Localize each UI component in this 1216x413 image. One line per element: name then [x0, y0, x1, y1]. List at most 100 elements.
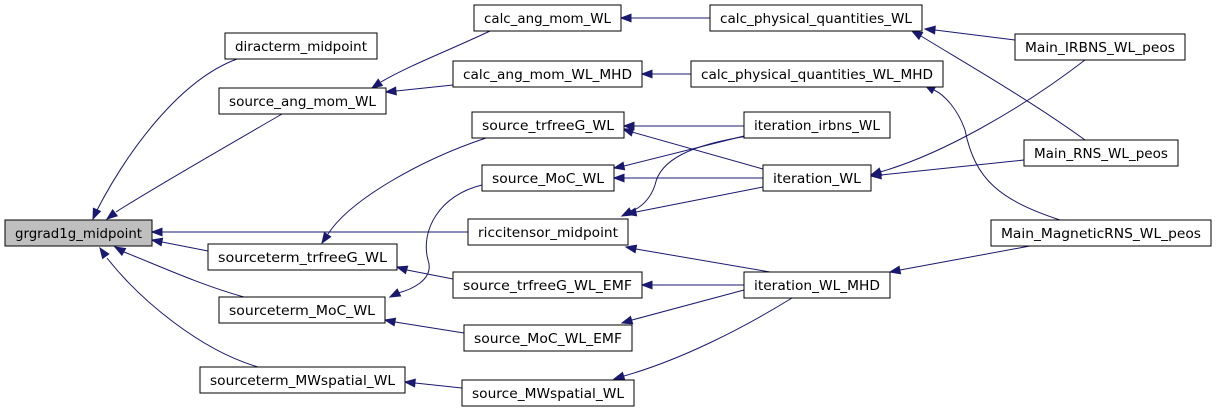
edge-line	[123, 251, 245, 298]
edge-line	[934, 29, 1016, 41]
node-label: iteration_WL	[773, 171, 861, 187]
arrowhead-icon	[620, 315, 634, 325]
edge-source_MWspatial_WL-to-sourceterm_MWspatial_WL	[403, 378, 463, 389]
node-box	[452, 60, 643, 88]
node-label: iteration_irbns_WL	[754, 118, 880, 134]
node-source-trfreeg-wl-emf[interactable]: source_trfreeG_WL_EMF	[452, 271, 643, 299]
edge-line	[394, 321, 465, 334]
node-box	[463, 324, 633, 352]
node-label: source_MWspatial_WL	[472, 386, 624, 402]
node-label: source_trfreeG_WL	[482, 118, 614, 134]
node-calc-ang-mom-wl-mhd[interactable]: calc_ang_mom_WL_MHD	[452, 60, 643, 88]
arrowhead-icon	[622, 121, 635, 131]
node-label: Main_MagneticRNS_WL_peos	[1001, 226, 1201, 242]
node-label: source_MoC_WL	[492, 171, 604, 187]
node-diracterm-midpoint[interactable]: diracterm_midpoint	[224, 32, 378, 60]
arrowhead-icon	[612, 161, 626, 171]
node-label: sourceterm_MWspatial_WL	[210, 373, 395, 389]
node-label: grgrad1g_midpoint	[15, 226, 142, 242]
edge-iteration_WL_MHD-to-source_MWspatial_WL	[612, 297, 793, 381]
node-label: diracterm_midpoint	[235, 39, 367, 55]
arrowhead-icon	[869, 170, 882, 180]
node-label: calc_physical_quantities_WL	[720, 11, 912, 27]
node-calc-physical-quantities-wl[interactable]: calc_physical_quantities_WL	[709, 4, 923, 32]
node-label: iteration_WL_MHD	[754, 278, 880, 294]
node-grgrad1g-midpoint[interactable]: grgrad1g_midpoint	[4, 219, 153, 247]
edge-Main_IRBNS_WL_peos-to-calc_physical_quantities_WL	[923, 25, 1016, 41]
node-source-mwspatial-wl[interactable]: source_MWspatial_WL	[461, 379, 635, 407]
node-main-magneticrns-wl-peos[interactable]: Main_MagneticRNS_WL_peos	[990, 219, 1212, 247]
arrowhead-icon	[99, 246, 110, 260]
node-box	[471, 111, 625, 139]
node-box	[473, 4, 622, 32]
node-sourceterm-moc-wl[interactable]: sourceterm_MoC_WL	[218, 296, 386, 324]
arrowhead-icon	[624, 244, 638, 254]
node-main-irbns-wl-peos[interactable]: Main_IRBNS_WL_peos	[1014, 33, 1186, 61]
node-box	[218, 296, 386, 324]
node-box	[461, 379, 635, 407]
node-source-moc-wl-emf[interactable]: source_MoC_WL_EMF	[463, 324, 633, 352]
edge-line	[327, 137, 487, 235]
arrowhead-icon	[619, 13, 632, 23]
node-label: source_MoC_WL_EMF	[474, 331, 622, 347]
node-box	[218, 87, 387, 115]
node-source-trfreeg-wl[interactable]: source_trfreeG_WL	[471, 111, 625, 139]
arrowhead-icon	[383, 317, 397, 327]
arrowhead-icon	[150, 227, 163, 237]
edge-calc_ang_mom_WL_MHD-to-source_ang_mom_WL	[384, 84, 454, 96]
node-sourceterm-trfreeg-wl[interactable]: sourceterm_trfreeG_WL	[207, 243, 398, 271]
edge-line	[115, 113, 283, 213]
node-label: source_ang_mom_WL	[229, 94, 376, 110]
node-box	[224, 32, 378, 60]
edge-line	[414, 382, 463, 389]
edge-line	[395, 84, 454, 92]
node-source-ang-mom-wl[interactable]: source_ang_mom_WL	[218, 87, 387, 115]
edge-iteration_irbns_WL-to-source_trfreeG_WL	[622, 121, 744, 131]
arrowhead-icon	[403, 378, 416, 388]
node-box	[690, 60, 944, 88]
node-box	[481, 164, 615, 192]
edge-riccitensor_midpoint-to-grgrad1g_midpoint	[150, 227, 468, 237]
node-source-moc-wl[interactable]: source_MoC_WL	[481, 164, 615, 192]
edge-line	[623, 135, 745, 167]
edge-line	[920, 35, 1086, 141]
edge-source_trfreeG_WL-to-sourceterm_trfreeG_WL	[321, 137, 487, 245]
node-label: Main_RNS_WL_peos	[1034, 146, 1168, 162]
edge-iteration_WL_MHD-to-source_MoC_WL_EMF	[620, 289, 745, 325]
node-iteration-wl-mhd[interactable]: iteration_WL_MHD	[743, 271, 891, 299]
arrowhead-icon	[150, 237, 164, 247]
arrowhead-icon	[621, 128, 635, 137]
edge-layer	[92, 13, 1086, 389]
edge-line	[629, 135, 749, 213]
edge-diracterm_midpoint-to-grgrad1g_midpoint	[92, 58, 238, 221]
node-box	[207, 243, 398, 271]
edge-calc_physical_quantities_WL_MHD-to-calc_ang_mom_WL_MHD	[640, 69, 691, 79]
node-label: calc_physical_quantities_WL_MHD	[701, 67, 933, 83]
node-iteration-irbns-wl[interactable]: iteration_irbns_WL	[743, 111, 891, 139]
node-main-rns-wl-peos[interactable]: Main_RNS_WL_peos	[1023, 139, 1179, 167]
node-sourceterm-mwspatial-wl[interactable]: sourceterm_MWspatial_WL	[199, 366, 406, 394]
node-box	[1023, 139, 1179, 167]
node-calc-physical-quantities-wl-mhd[interactable]: calc_physical_quantities_WL_MHD	[690, 60, 944, 88]
edge-line	[631, 131, 764, 170]
node-label: calc_ang_mom_WL_MHD	[463, 67, 632, 83]
arrowhead-icon	[395, 265, 409, 275]
edge-Main_RNS_WL_peos-to-iteration_WL	[869, 159, 1025, 180]
arrowhead-icon	[92, 207, 102, 221]
edge-iteration_irbns_WL-to-riccitensor_midpoint	[620, 135, 749, 217]
node-calc-ang-mom-wl[interactable]: calc_ang_mom_WL	[473, 4, 622, 32]
arrowhead-icon	[113, 246, 127, 257]
edge-line	[95, 58, 238, 213]
node-iteration-wl[interactable]: iteration_WL	[762, 164, 872, 192]
arrowhead-icon	[105, 209, 119, 220]
node-box	[1014, 33, 1186, 61]
edge-line	[880, 159, 1025, 176]
node-label: sourceterm_MoC_WL	[229, 303, 375, 319]
node-label: riccitensor_midpoint	[478, 225, 618, 241]
arrowhead-icon	[640, 69, 653, 79]
node-box	[743, 271, 891, 299]
edge-source_trfreeG_WL_EMF-to-sourceterm_trfreeG_WL	[395, 265, 454, 280]
node-box	[743, 111, 891, 139]
node-box	[4, 219, 153, 247]
node-riccitensor-midpoint[interactable]: riccitensor_midpoint	[467, 218, 629, 246]
